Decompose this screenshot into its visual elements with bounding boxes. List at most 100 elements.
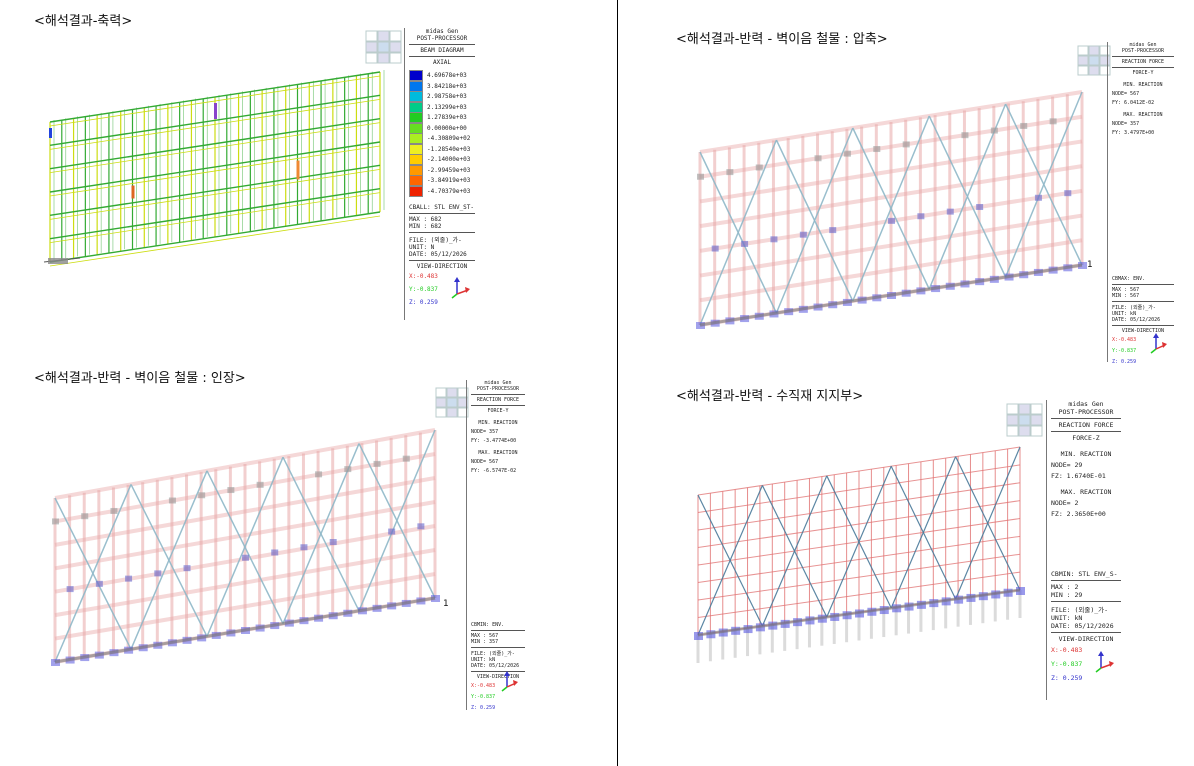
axial-force-marker — [131, 185, 135, 199]
ledger-line — [699, 90, 1083, 154]
app-name: midas Gen — [484, 380, 512, 386]
reaction-marker — [95, 580, 103, 587]
brace-line — [1004, 91, 1083, 278]
max-label: MAX : 682 — [409, 216, 442, 223]
reaction-marker — [198, 492, 206, 499]
brace-line — [890, 456, 957, 609]
reaction-marker — [697, 173, 704, 180]
brace-line — [130, 470, 208, 650]
member-line — [49, 211, 381, 263]
unit-label: UNIT: kN — [471, 657, 496, 663]
max-label: MAX : 567 — [1112, 287, 1140, 293]
reaction-marker — [976, 204, 984, 211]
midas-logo-icon — [1006, 403, 1043, 437]
dir-z: Z: 0.259 — [1112, 359, 1137, 365]
max-label: MAX : 2 — [1051, 583, 1079, 591]
result-type: FORCE-Y — [487, 408, 509, 414]
diagram-type: REACTION FORCE — [1121, 59, 1165, 65]
scale-swatch — [409, 185, 423, 197]
scale-swatch — [409, 164, 423, 176]
member-line — [49, 187, 381, 240]
dir-y: Y:-0.837 — [1051, 660, 1083, 668]
reaction-marker — [1064, 190, 1072, 197]
app-name: midas Gen — [1068, 400, 1104, 408]
reaction-marker — [344, 466, 352, 473]
reaction-marker — [917, 213, 925, 220]
scale-row: -2.14000e+03 — [409, 154, 475, 165]
ledger-line — [697, 535, 1021, 583]
member-line — [49, 145, 381, 197]
dir-y: Y:-0.837 — [471, 694, 496, 700]
unit-label: UNIT: kN — [1051, 614, 1083, 622]
member-line — [49, 98, 381, 150]
title-compression: <해석결과-반력 - 벽이음 철물 : 압축> — [676, 32, 888, 47]
reaction-marker — [52, 518, 59, 525]
tension-reaction-diagram: 1 — [51, 428, 449, 666]
diagram-type: REACTION FORCE — [476, 397, 520, 403]
member-line — [49, 215, 381, 267]
ledger-line — [54, 500, 436, 571]
reaction-marker — [315, 471, 323, 478]
min-node: NODE= 567 — [1112, 91, 1140, 97]
unit-label: UNIT: kN — [1112, 311, 1137, 317]
scale-swatch — [409, 101, 423, 113]
legend-tension: midas Gen POST-PROCESSOR REACTION FORCE … — [466, 380, 525, 711]
scale-value: -2.14000e+03 — [427, 156, 471, 163]
processor: POST-PROCESSOR — [476, 386, 520, 392]
scale-row: 2.13299e+03 — [409, 101, 475, 113]
page-divider — [617, 0, 618, 766]
app-name: midas Gen — [425, 28, 459, 35]
max-value: FZ: 2.3650E+00 — [1051, 510, 1106, 518]
axis-triad-icon — [451, 277, 470, 299]
scale-row: 2.98758e+03 — [409, 91, 475, 102]
base-line — [54, 596, 436, 664]
reaction-marker — [271, 549, 279, 556]
ledger-line — [54, 548, 436, 618]
member-line — [49, 122, 381, 174]
title-tension: <해석결과-반력 - 벽이음 철물 : 인장> — [34, 371, 246, 386]
member-line — [49, 94, 381, 147]
diagram-type: BEAM DIAGRAM — [420, 47, 464, 54]
reaction-marker — [110, 507, 118, 514]
dir-z: Z: 0.259 — [471, 705, 496, 711]
brace-line — [826, 465, 892, 618]
file-label: FILE: (외줄)_가- — [1112, 305, 1156, 311]
processor: POST-PROCESSOR — [1121, 48, 1165, 54]
support-marker — [1016, 587, 1025, 595]
scale-value: -4.30809e+02 — [427, 135, 471, 142]
brace-line — [761, 475, 828, 627]
axis-triad-icon — [1150, 333, 1167, 354]
reaction-marker — [417, 523, 425, 530]
scale-value: 4.69678e+03 — [427, 72, 467, 79]
file-label: FILE: (외줄)_가- — [471, 651, 515, 657]
brace-line — [54, 484, 132, 663]
scale-swatch — [409, 143, 423, 155]
file-label: FILE: (외줄)_가- — [409, 237, 462, 244]
dir-z: Z: 0.259 — [1051, 674, 1083, 682]
reaction-marker — [168, 497, 176, 504]
scale-row: 1.27839e+03 — [409, 112, 475, 123]
ledger-line — [54, 452, 436, 524]
date-label: DATE: 05/12/2026 — [1051, 622, 1114, 630]
brace-line — [775, 127, 854, 314]
support-marker — [431, 595, 440, 602]
reaction-marker — [873, 146, 881, 153]
scale-swatch — [409, 154, 423, 165]
ledger-line — [699, 238, 1083, 303]
dir-x: X:-0.483 — [1051, 646, 1083, 654]
axial-force-marker — [214, 103, 217, 119]
scale-value: 0.00000e+00 — [427, 124, 467, 132]
reaction-marker — [373, 460, 381, 467]
ledger-line — [699, 164, 1083, 229]
midas-logo-icon — [435, 387, 469, 418]
axis-triad-icon — [1095, 651, 1114, 673]
brace-line — [955, 446, 1021, 600]
title-vertical: <해석결과-반력 - 수직재 지지부> — [676, 389, 864, 404]
reaction-marker — [154, 570, 162, 577]
brace-line — [928, 103, 1007, 290]
member-line — [49, 141, 381, 193]
scale-value: 3.84218e+03 — [427, 82, 467, 90]
reaction-marker — [1020, 122, 1028, 129]
base-line — [699, 263, 1083, 327]
base-line — [697, 588, 1021, 637]
